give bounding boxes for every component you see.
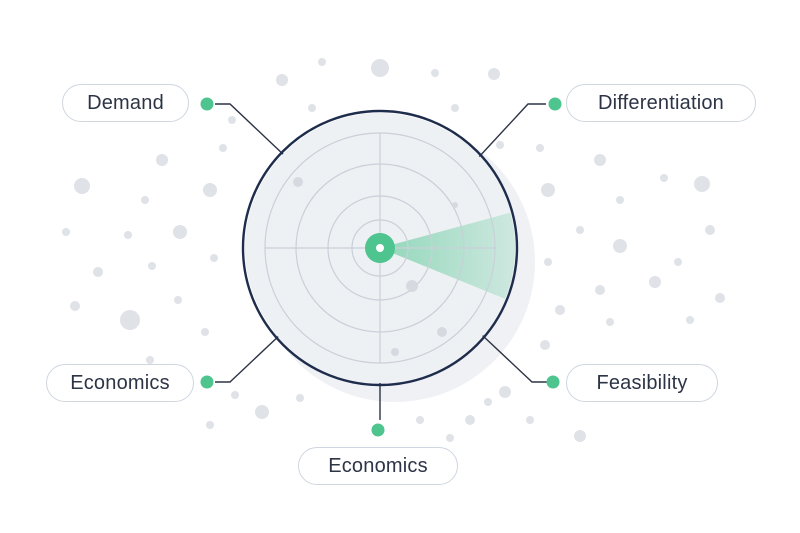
background-dots	[62, 58, 725, 442]
background-dot	[541, 183, 555, 197]
label-economics-bottom: Economics	[298, 447, 458, 485]
background-dot	[174, 296, 182, 304]
background-dot	[594, 154, 606, 166]
endpoint-demand	[200, 97, 214, 111]
background-dot	[219, 144, 227, 152]
connector-differentiation	[477, 103, 546, 159]
background-dot	[148, 262, 156, 270]
background-dot	[660, 174, 668, 182]
background-dot	[93, 267, 103, 277]
background-dot	[156, 154, 168, 166]
background-dot	[141, 196, 149, 204]
background-dot	[70, 301, 80, 311]
background-dot	[555, 305, 565, 315]
radar-outer-ring	[241, 109, 519, 387]
background-dot	[613, 239, 627, 253]
background-dot	[465, 415, 475, 425]
background-dot	[318, 58, 326, 66]
background-dot	[576, 226, 584, 234]
background-dot	[705, 225, 715, 235]
background-dot	[606, 318, 614, 326]
background-dot	[649, 276, 661, 288]
endpoint-feasibility	[546, 375, 560, 389]
background-dot	[694, 176, 710, 192]
center-target-core	[376, 244, 384, 252]
background-dot	[62, 228, 70, 236]
background-dot	[276, 74, 288, 86]
background-dot	[540, 340, 550, 350]
label-economics-left: Economics	[46, 364, 194, 402]
connector-lines	[215, 103, 548, 420]
background-dot	[544, 258, 552, 266]
background-dot	[206, 421, 214, 429]
endpoint-economics-left	[200, 375, 214, 389]
background-dot	[595, 285, 605, 295]
background-dot	[526, 416, 534, 424]
background-dot	[74, 178, 90, 194]
background-dot	[616, 196, 624, 204]
background-dot	[446, 434, 454, 442]
background-dot	[371, 59, 389, 77]
background-dot	[255, 405, 269, 419]
background-dot	[210, 254, 218, 262]
background-dot	[674, 258, 682, 266]
background-dot	[499, 386, 511, 398]
endpoint-economics-bottom	[371, 423, 385, 437]
background-dot	[228, 116, 236, 124]
background-dot	[120, 310, 140, 330]
background-dot	[308, 104, 316, 112]
background-dot	[203, 183, 217, 197]
radar-blips	[293, 177, 458, 356]
background-dot	[201, 328, 209, 336]
background-dot	[574, 430, 586, 442]
background-dot	[431, 69, 439, 77]
background-dot	[451, 104, 459, 112]
background-dot	[715, 293, 725, 303]
background-dot	[536, 144, 544, 152]
background-dot	[231, 391, 239, 399]
label-feasibility: Feasibility	[566, 364, 718, 402]
background-dot	[488, 68, 500, 80]
connector-feasibility	[481, 334, 548, 383]
background-dot	[484, 398, 492, 406]
endpoint-differentiation	[548, 97, 562, 111]
background-dot	[496, 141, 504, 149]
background-dot	[124, 231, 132, 239]
label-differentiation: Differentiation	[566, 84, 756, 122]
background-dot	[296, 394, 304, 402]
connector-economics-left	[215, 332, 283, 383]
background-dot	[416, 416, 424, 424]
connector-endpoints	[200, 97, 562, 437]
label-demand: Demand	[62, 84, 189, 122]
connector-demand	[215, 103, 286, 157]
background-dot	[686, 316, 694, 324]
background-dot	[146, 356, 154, 364]
radar-sweep	[380, 210, 515, 305]
background-dot	[173, 225, 187, 239]
